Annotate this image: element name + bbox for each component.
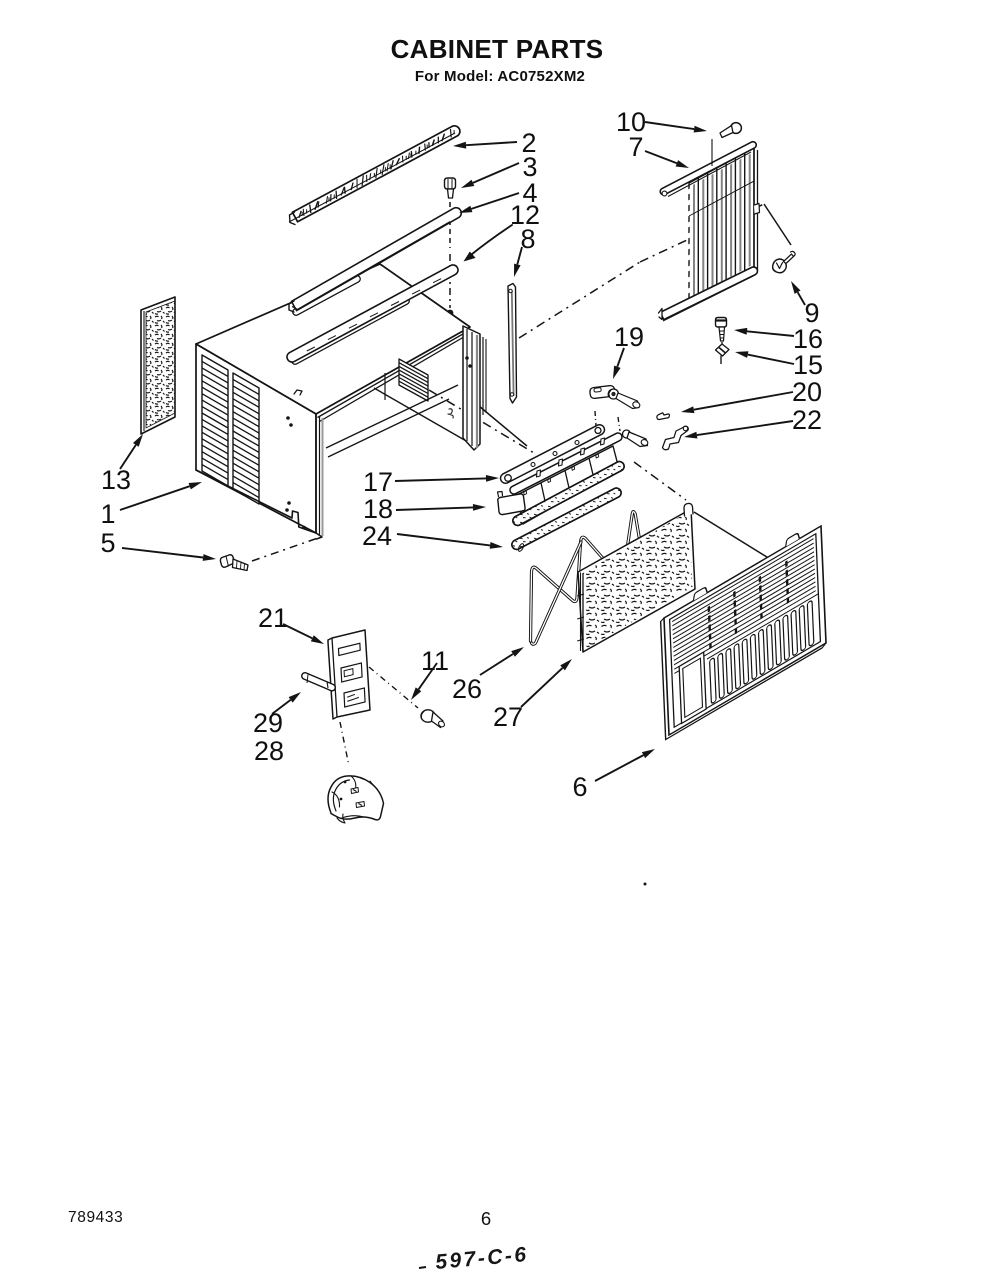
svg-text:15: 15 xyxy=(793,350,823,380)
svg-text:12: 12 xyxy=(510,200,540,230)
svg-text:22: 22 xyxy=(792,405,822,435)
svg-text:7: 7 xyxy=(628,132,643,162)
svg-text:16: 16 xyxy=(793,324,823,354)
svg-text:1: 1 xyxy=(100,499,115,529)
svg-text:17: 17 xyxy=(363,467,393,497)
svg-text:26: 26 xyxy=(452,674,482,704)
svg-text:19: 19 xyxy=(614,322,644,352)
svg-text:27: 27 xyxy=(493,702,523,732)
svg-text:5: 5 xyxy=(100,528,115,558)
svg-text:789433: 789433 xyxy=(68,1209,123,1226)
svg-text:28: 28 xyxy=(254,736,284,766)
svg-text:3: 3 xyxy=(522,152,537,182)
svg-text:20: 20 xyxy=(792,377,822,407)
svg-text:For Model: AC0752XM2: For Model: AC0752XM2 xyxy=(415,68,585,85)
svg-text:24: 24 xyxy=(362,521,392,551)
svg-text:11: 11 xyxy=(421,646,449,676)
svg-text:6: 6 xyxy=(572,772,587,802)
svg-text:10: 10 xyxy=(616,107,646,137)
svg-text:6: 6 xyxy=(481,1208,491,1229)
svg-text:4: 4 xyxy=(522,178,537,208)
svg-text:9: 9 xyxy=(804,298,819,328)
svg-text:2: 2 xyxy=(521,128,536,158)
svg-text:CABINET PARTS: CABINET PARTS xyxy=(391,34,604,64)
svg-text:21: 21 xyxy=(258,603,288,633)
svg-text:18: 18 xyxy=(363,494,393,524)
svg-text:29: 29 xyxy=(253,708,283,738)
svg-text:8: 8 xyxy=(520,224,535,254)
svg-text:13: 13 xyxy=(101,465,131,495)
